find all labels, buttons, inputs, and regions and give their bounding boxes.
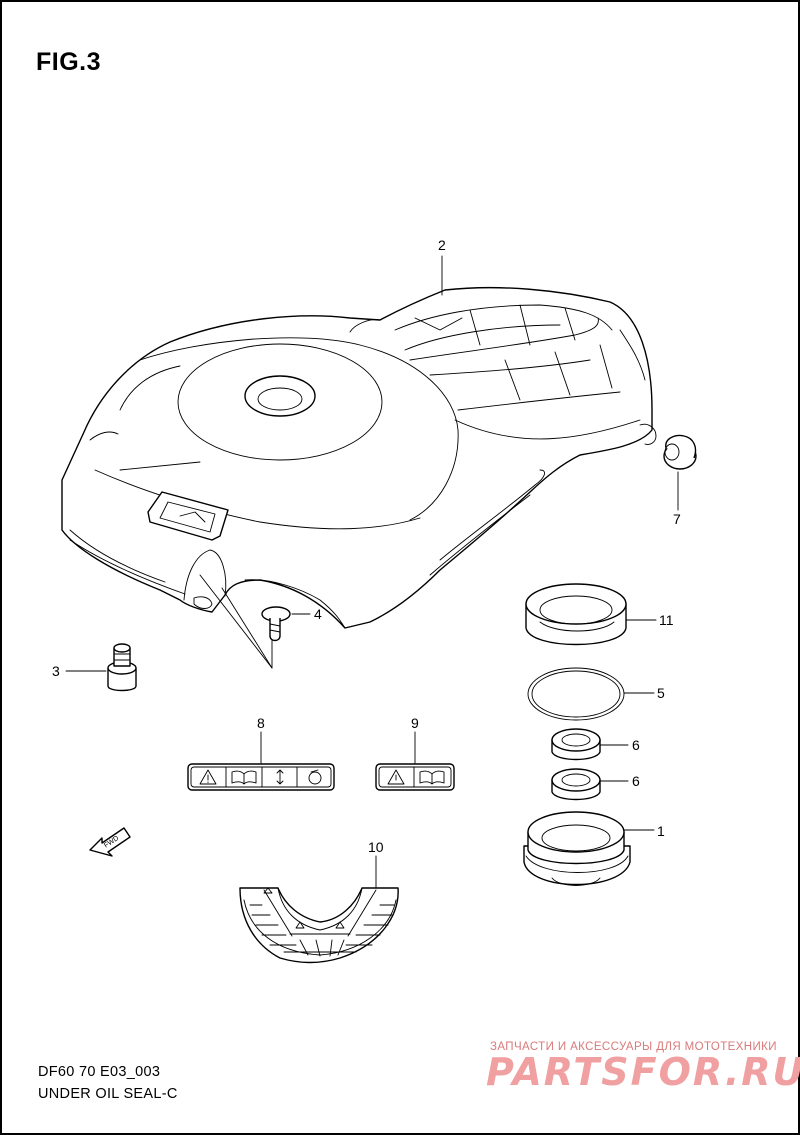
part-11-seal-housing[interactable]	[525, 583, 657, 646]
callout-11: 11	[659, 612, 674, 628]
figure-title: FIG.3	[36, 48, 102, 76]
callout-5: 5	[657, 685, 665, 701]
callout-7: 7	[673, 511, 681, 527]
watermark-logo: PARTSFOR.RU	[486, 1050, 800, 1094]
diagram-name: UNDER OIL SEAL-C	[38, 1086, 178, 1102]
callout-8: 8	[257, 715, 265, 731]
callout-labels: 2 7 4 3 11 5 6 6 1 8 9 10	[52, 237, 681, 855]
part-6-oil-seal-lower[interactable]	[551, 768, 629, 801]
part-9-caution-label[interactable]	[375, 731, 455, 791]
callout-4: 4	[314, 606, 322, 622]
part-7-grommet[interactable]	[663, 434, 697, 511]
callout-6-upper: 6	[632, 737, 640, 753]
part-3-plug[interactable]	[65, 643, 137, 692]
diagram-code: DF60 70 E03_003	[38, 1064, 161, 1080]
callout-9: 9	[411, 715, 419, 731]
fwd-arrow: FWD	[89, 827, 131, 857]
callout-3: 3	[52, 663, 60, 679]
part-4-screw[interactable]	[261, 606, 311, 642]
watermark-tagline: ЗАПЧАСТИ И АКСЕССУАРЫ ДЛЯ МОТОТЕХНИКИ	[490, 1041, 777, 1053]
part-10-screen[interactable]	[239, 855, 399, 964]
part-1-seal-housing[interactable]	[523, 811, 655, 886]
callout-10: 10	[368, 839, 384, 855]
part-2-under-cover[interactable]	[61, 255, 657, 629]
part-5-o-ring[interactable]	[527, 667, 655, 721]
callout-6-lower: 6	[632, 773, 640, 789]
part-6-oil-seal-upper[interactable]	[551, 728, 629, 761]
fastener-leader-lines	[199, 574, 273, 669]
callout-1: 1	[657, 823, 665, 839]
part-8-caution-label[interactable]	[187, 731, 335, 791]
callout-2: 2	[438, 237, 446, 253]
